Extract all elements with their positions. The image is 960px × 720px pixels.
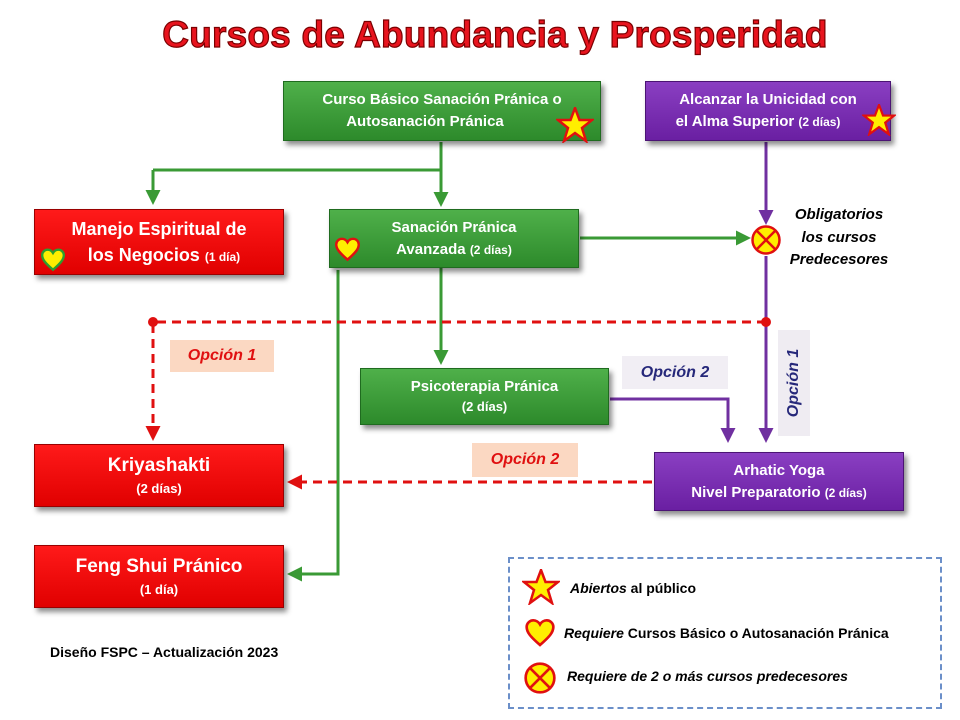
legend-star-rest: al público [626, 580, 697, 596]
node-curso-basico-line1: Curso Básico Sanación Pránica o [322, 91, 562, 109]
opcion1-left-label: Opción 1 [170, 340, 274, 372]
node-kriyashakti: Kriyashakti (2 días) [34, 444, 284, 507]
node-avanzada-days: (2 días) [469, 242, 512, 257]
star-icon [556, 107, 594, 143]
arrow-to-fengshui [287, 270, 340, 582]
node-avanzada-line1: Sanación Pránica [391, 218, 517, 236]
star-icon [862, 104, 896, 136]
node-manejo-line1: Manejo Espiritual de [71, 218, 247, 239]
cross-circle-icon [524, 662, 556, 694]
heart-icon [40, 248, 66, 272]
node-avanzada: Sanación Pránica Avanzada (2 días) [329, 209, 579, 268]
node-psicoterapia: Psicoterapia Pránica (2 días) [360, 368, 609, 425]
node-psicoterapia-line1: Psicoterapia Pránica [410, 378, 559, 396]
legend-heart-italic: Requiere [564, 625, 624, 641]
node-avanzada-line2: Avanzada [396, 240, 466, 258]
legend: Abiertos al público Requiere Cursos Bási… [508, 557, 942, 709]
node-unicidad-line2: el Alma Superior [675, 113, 795, 130]
cross-circle-icon [751, 225, 781, 255]
legend-star-italic: Abiertos [570, 580, 627, 596]
footer-credit: Diseño FSPC – Actualización 2023 [50, 644, 279, 660]
node-arhatic-line2: Nivel Preparatorio [691, 483, 821, 501]
dot-right [761, 317, 771, 327]
star-icon [522, 569, 560, 605]
node-kriyashakti-days: (2 días) [136, 480, 182, 496]
arrow-opcion1-kriya [145, 320, 766, 441]
node-unicidad: Alcanzar la Unicidad con el Alma Superio… [645, 81, 891, 141]
heart-icon [335, 237, 360, 262]
node-curso-basico-line2: Autosanación Pránica [346, 113, 504, 130]
legend-heart-text: Requiere Cursos Básico o Autosanación Pr… [564, 625, 889, 641]
node-manejo: Manejo Espiritual de los Negocios (1 día… [34, 209, 284, 275]
node-fengshui: Feng Shui Pránico (1 día) [34, 545, 284, 608]
legend-star-text: Abiertos al público [570, 580, 696, 596]
arrow-psico-to-arhatic [610, 397, 736, 443]
node-unicidad-line1: Alcanzar la Unicidad con [679, 91, 857, 109]
obligatorios-label: Obligatorios los cursos Predecesores [774, 204, 904, 272]
node-manejo-days: (1 día) [204, 250, 241, 264]
node-psicoterapia-days: (2 días) [461, 398, 508, 414]
heart-icon [525, 618, 555, 647]
opcion1-right-label: Opción 1 [785, 348, 802, 418]
arrow-to-manejo [153, 168, 441, 202]
node-fengshui-line1: Feng Shui Pránico [75, 556, 243, 578]
node-manejo-line2: los Negocios [87, 245, 200, 265]
obligatorios-line1: Obligatorios [794, 206, 884, 223]
page-title: Cursos de Abundancia y Prosperidad [162, 13, 828, 55]
dot-left [148, 317, 158, 327]
legend-cross-text: Requiere de 2 o más cursos predecesores [567, 668, 848, 684]
node-arhatic: Arhatic Yoga Nivel Preparatorio (2 días) [654, 452, 904, 511]
obligatorios-line2: los cursos [801, 228, 877, 246]
node-arhatic-days: (2 días) [824, 485, 867, 500]
opcion2-top-label: Opción 2 [622, 356, 728, 389]
node-curso-basico: Curso Básico Sanación Pránica o Autosana… [283, 81, 601, 141]
node-fengshui-days: (1 día) [139, 581, 179, 597]
node-unicidad-days: (2 días) [798, 115, 841, 129]
legend-heart-rest: Cursos Básico o Autosanación Pránica [623, 625, 889, 641]
opcion2-mid-label: Opción 2 [472, 443, 578, 477]
node-arhatic-line1: Arhatic Yoga [733, 461, 825, 479]
opcion1-right-box: Opción 1 [778, 330, 810, 436]
node-kriyashakti-line1: Kriyashakti [107, 455, 211, 477]
obligatorios-line3: Predecesores [789, 251, 889, 268]
